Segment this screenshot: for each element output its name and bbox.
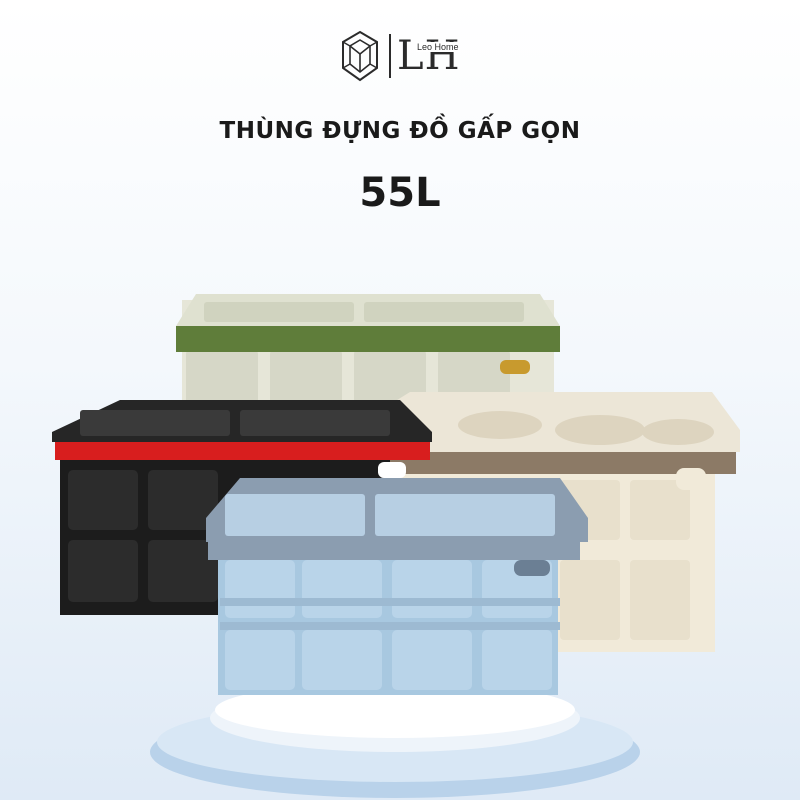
product-capacity: 55L [359,170,441,216]
storage-box-blue [206,478,588,695]
display-podium [150,682,640,798]
brand-logo: LH Leo Home [337,28,477,84]
logo-divider [389,34,391,78]
logo-letters: LH [397,33,461,79]
product-title: THÙNG ĐỰNG ĐỒ GẤP GỌN [219,118,581,144]
lion-head-icon [342,30,378,82]
logo-subtitle: Leo Home [416,42,460,52]
